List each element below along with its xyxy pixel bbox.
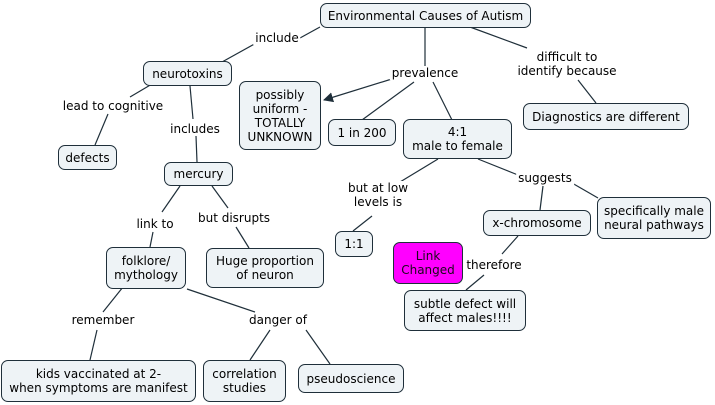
link-neurotoxins-includes	[189, 85, 194, 120]
node-defects[interactable]: defects	[58, 145, 117, 170]
link-dangerof-correlation	[249, 329, 271, 361]
link-therefore-subtle	[465, 274, 485, 291]
label-prevalence: prevalence	[389, 66, 461, 80]
node-x-chromosome[interactable]: x-chromosome	[483, 210, 591, 236]
link-difficult-diagnostics	[577, 79, 597, 104]
label-but-disrupts: but disrupts	[195, 211, 273, 225]
node-mercury[interactable]: mercury	[164, 162, 233, 186]
label-therefore: therefore	[464, 258, 524, 272]
node-pseudoscience[interactable]: pseudoscience	[298, 364, 404, 393]
link-butatlow-1to1	[352, 215, 373, 232]
node-possibly-uniform[interactable]: possibly uniform - TOTALLY UNKNOWN	[239, 81, 321, 150]
node-neurotoxins[interactable]: neurotoxins	[143, 61, 232, 86]
link-leadto-defects	[94, 113, 109, 146]
link-mercury-linkto	[161, 185, 181, 213]
link-include-neurotoxins	[221, 41, 259, 63]
link-xchrom-therefore	[501, 235, 519, 255]
link-suggests-xchrom	[539, 185, 544, 211]
link-ratio-suggests	[477, 158, 519, 176]
node-kids-vaccinated[interactable]: kids vaccinated at 2- when symptoms are …	[1, 360, 196, 402]
node-1-to-1[interactable]: 1:1	[335, 231, 373, 257]
label-suggests: suggests	[516, 171, 574, 185]
link-remember-kids	[89, 329, 98, 361]
label-danger-of: danger of	[247, 313, 309, 327]
node-diagnostics[interactable]: Diagnostics are different	[523, 103, 689, 130]
link-prevalence-ratio	[432, 81, 453, 121]
link-root-difficult	[469, 26, 528, 49]
node-male-neural[interactable]: specifically male neural pathways	[597, 197, 711, 239]
node-correlation[interactable]: correlation studies	[203, 360, 286, 402]
label-include: include	[253, 31, 301, 45]
link-prevalence-possibly	[323, 77, 396, 103]
label-remember: remember	[69, 313, 137, 327]
link-dangerof-pseudo	[305, 329, 331, 365]
label-link-to: link to	[134, 217, 176, 231]
link-prevalence-1in200	[361, 81, 415, 121]
link-folklore-remember	[102, 286, 124, 313]
node-huge-proportion[interactable]: Huge proportion of neuron	[206, 248, 324, 288]
node-folklore[interactable]: folklore/ mythology	[106, 247, 186, 289]
node-subtle-defect[interactable]: subtle defect will affect males!!!!	[404, 290, 526, 331]
node-ratio[interactable]: 4:1 male to female	[403, 119, 512, 159]
link-linkto-folklore	[149, 231, 154, 248]
label-lead-to: lead to cognitive	[60, 99, 166, 113]
node-root[interactable]: Environmental Causes of Autism	[320, 3, 531, 28]
link-butdisrupts-huge	[235, 226, 250, 249]
label-includes: includes	[168, 122, 222, 136]
link-folklore-dangerof	[186, 288, 256, 313]
link-neurotoxins-leadto	[129, 83, 153, 98]
link-mercury-butdisrupts	[211, 185, 229, 209]
link-root-include	[299, 26, 321, 39]
label-difficult: difficult to identify because	[515, 50, 619, 78]
node-link-changed[interactable]: Link Changed	[393, 242, 463, 284]
link-includes-mercury	[195, 135, 198, 163]
label-but-at-low: but at low levels is	[345, 181, 411, 209]
node-1-in-200[interactable]: 1 in 200	[328, 119, 396, 146]
link-suggests-male	[571, 182, 599, 199]
link-ratio-butatlow	[399, 158, 439, 183]
